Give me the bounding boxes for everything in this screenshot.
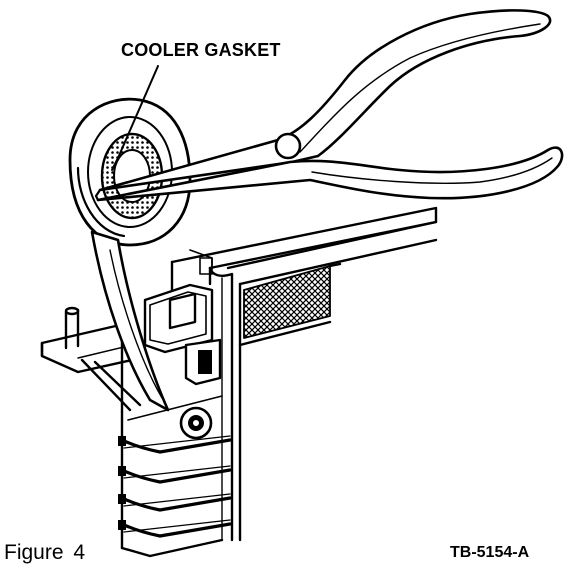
mounting-bracket [40, 306, 142, 412]
cooling-fins [243, 262, 342, 339]
ribbed-tank [118, 338, 232, 558]
cooler-fitting-block [143, 249, 222, 386]
drain-plug [179, 406, 213, 440]
snap-ring-pliers [94, 9, 564, 202]
cooler-gasket-label: COOLER GASKET [121, 40, 281, 60]
callout-leader-line [117, 65, 159, 159]
figure-caption: Figure 4 [4, 541, 86, 564]
cooler-gasket-ring [68, 97, 192, 247]
radiator-tank [170, 206, 438, 542]
figure-reference-code: TB-5154-A [450, 544, 530, 561]
plier-jaw [90, 230, 170, 412]
